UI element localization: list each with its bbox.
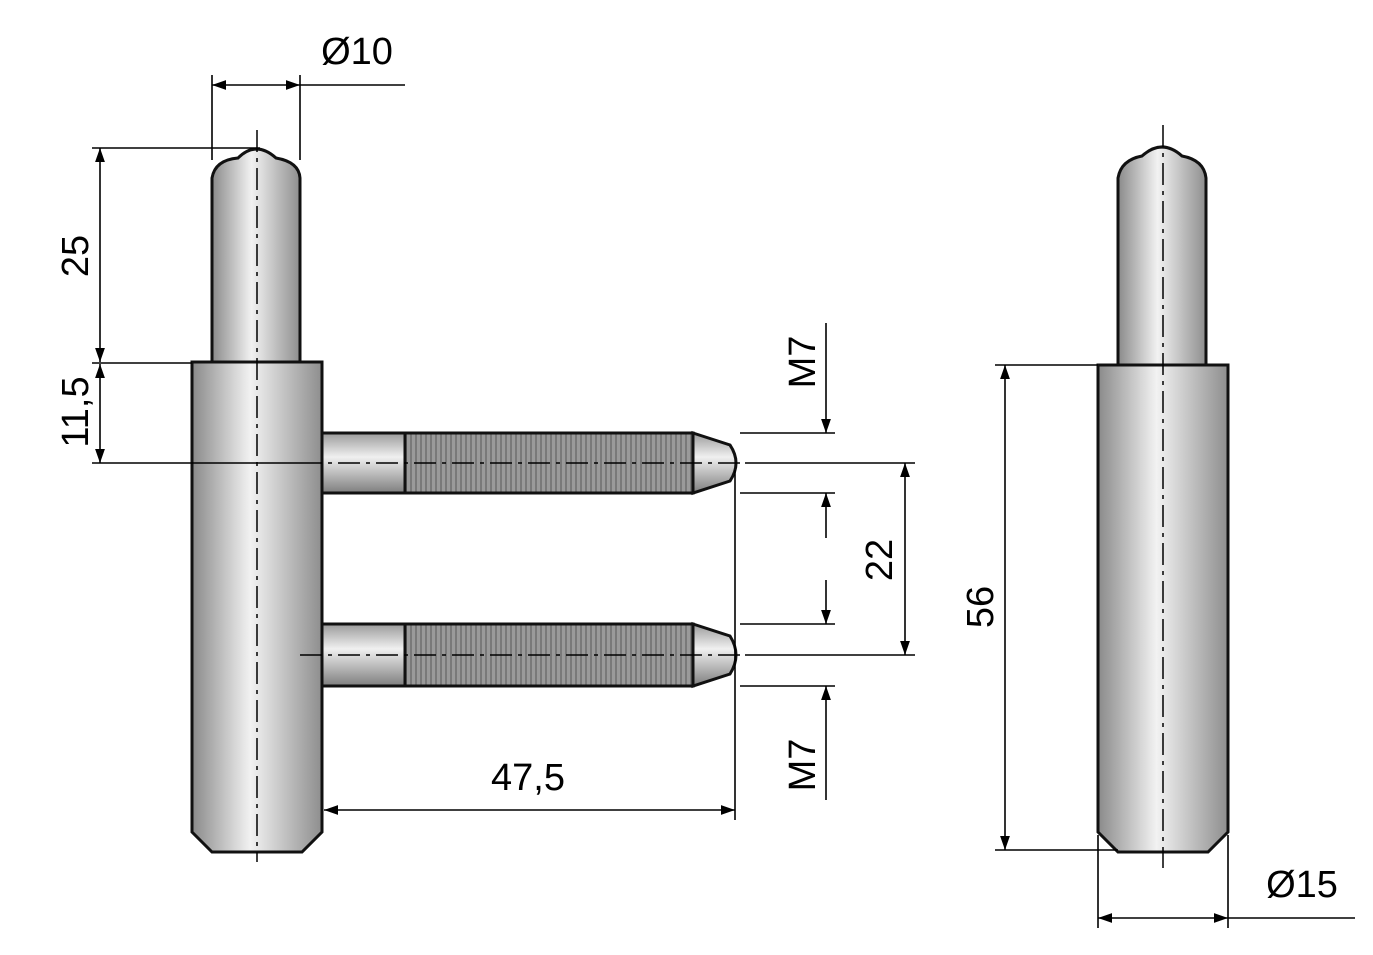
dim-bolt-spacing: 22 bbox=[859, 539, 901, 581]
pin bbox=[210, 147, 302, 364]
dim-barrel-diameter: Ø15 bbox=[1266, 864, 1338, 906]
dim-barrel-length: 56 bbox=[960, 586, 1002, 628]
hinge-left-part bbox=[190, 130, 745, 862]
dim-bolt-length: 47,5 bbox=[491, 757, 565, 799]
dim-pin-diameter: Ø10 bbox=[321, 31, 393, 73]
hinge-right-part bbox=[1096, 125, 1230, 868]
barrel bbox=[1096, 363, 1230, 854]
dim-thread-bottom: M7 bbox=[782, 739, 824, 792]
pin bbox=[1116, 145, 1208, 367]
dim-thread-top: M7 bbox=[782, 336, 824, 389]
dimension-lines bbox=[92, 75, 1355, 928]
dim-shoulder-to-bolt: 11,5 bbox=[55, 376, 97, 447]
dim-pin-length: 25 bbox=[55, 235, 97, 277]
